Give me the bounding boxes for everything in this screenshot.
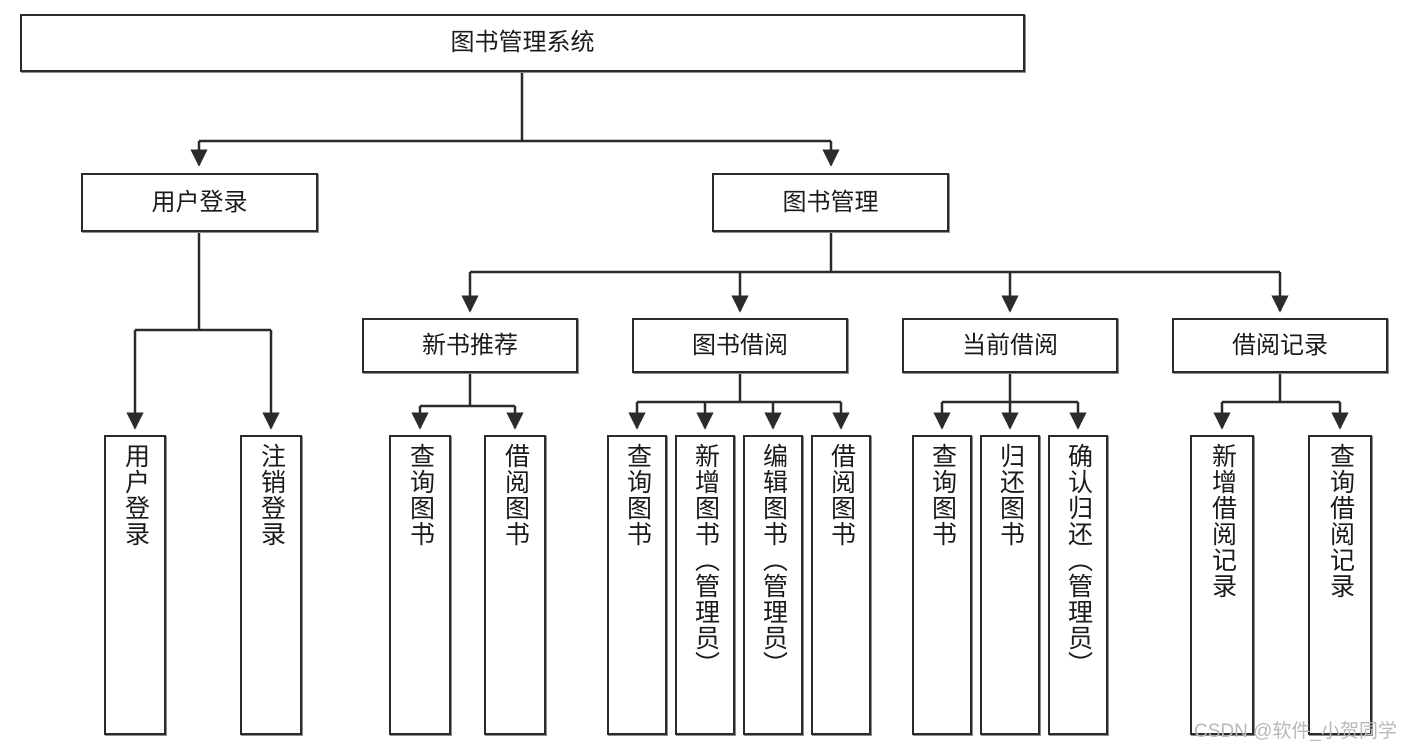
node-leaf-logout-label: 注销登录 [257,443,286,547]
node-book-borrow[interactable]: 图书借阅 [632,318,848,373]
node-leaf-query-book-2[interactable]: 查询图书 [607,435,667,735]
node-leaf-query-book-1[interactable]: 查询图书 [389,435,451,735]
node-leaf-user-login[interactable]: 用户登录 [104,435,166,735]
node-leaf-edit-book-label: 编辑图书（管理员） [759,443,788,677]
node-book-manage-label: 图书管理 [782,188,879,216]
node-leaf-user-login-label: 用户登录 [121,443,150,547]
node-leaf-edit-book[interactable]: 编辑图书（管理员） [743,435,803,735]
node-current-borrow-label: 当前借阅 [962,331,1058,359]
node-current-borrow[interactable]: 当前借阅 [902,318,1118,373]
node-leaf-add-record[interactable]: 新增借阅记录 [1190,435,1254,735]
node-leaf-return-book[interactable]: 归还图书 [980,435,1040,735]
node-leaf-query-book-2-label: 查询图书 [623,443,652,547]
node-leaf-query-book-1-label: 查询图书 [406,443,435,547]
node-leaf-borrow-book-1[interactable]: 借阅图书 [484,435,546,735]
node-leaf-borrow-book-1-label: 借阅图书 [501,443,530,547]
node-leaf-query-record-label: 查询借阅记录 [1326,443,1355,599]
node-leaf-logout[interactable]: 注销登录 [240,435,302,735]
node-borrow-record-label: 借阅记录 [1232,331,1328,359]
node-borrow-record[interactable]: 借阅记录 [1172,318,1388,373]
node-user-login-label: 用户登录 [151,188,248,216]
node-leaf-query-book-3[interactable]: 查询图书 [912,435,972,735]
node-user-login[interactable]: 用户登录 [81,173,318,232]
node-leaf-query-book-3-label: 查询图书 [928,443,957,547]
node-leaf-add-book-label: 新增图书（管理员） [691,443,720,677]
node-leaf-add-book[interactable]: 新增图书（管理员） [675,435,735,735]
node-book-borrow-label: 图书借阅 [692,331,788,359]
node-leaf-query-record[interactable]: 查询借阅记录 [1308,435,1372,735]
node-leaf-return-book-label: 归还图书 [996,443,1025,547]
node-root-label: 图书管理系统 [450,29,595,57]
node-new-book-recommend[interactable]: 新书推荐 [362,318,578,373]
node-leaf-confirm-return-label: 确认归还（管理员） [1064,443,1093,677]
node-leaf-borrow-book-2[interactable]: 借阅图书 [811,435,871,735]
node-new-book-recommend-label: 新书推荐 [422,331,518,359]
node-leaf-add-record-label: 新增借阅记录 [1208,443,1237,599]
node-book-manage[interactable]: 图书管理 [712,173,949,232]
node-leaf-confirm-return[interactable]: 确认归还（管理员） [1048,435,1108,735]
node-root[interactable]: 图书管理系统 [20,14,1025,72]
node-leaf-borrow-book-2-label: 借阅图书 [827,443,856,547]
